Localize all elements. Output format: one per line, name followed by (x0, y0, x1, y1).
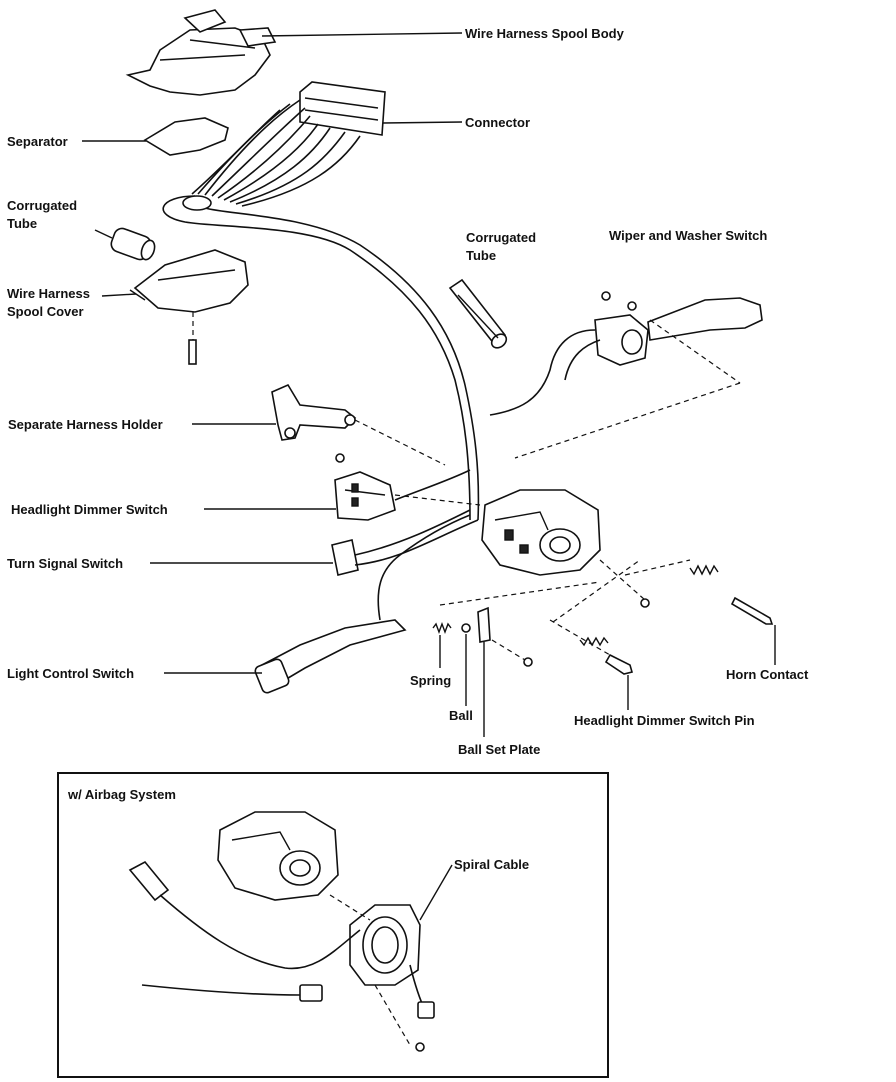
headlight-dimmer-switch-pin (579, 636, 633, 675)
label-connector: Connector (465, 115, 530, 130)
label-light-control-switch: Light Control Switch (7, 666, 134, 681)
airbag-combination-switch (217, 811, 339, 901)
airbag-box-title: w/ Airbag System (67, 787, 176, 802)
label-separator: Separator (7, 134, 68, 149)
separate-harness-holder (271, 383, 357, 441)
label-headlight-dimmer-switch: Headlight Dimmer Switch (11, 502, 168, 517)
label-corrugated-tube-left-line1: Corrugated (7, 198, 77, 213)
corrugated-tube-left (110, 227, 156, 261)
spiral-cable (349, 904, 435, 1019)
airbag-screw (415, 1042, 425, 1052)
label-ball: Ball (449, 708, 473, 723)
separator (143, 117, 229, 156)
connector (299, 81, 386, 136)
turn-signal-switch (331, 509, 479, 576)
headlight-dimmer-switch (334, 453, 471, 521)
label-turn-signal-switch: Turn Signal Switch (7, 556, 123, 571)
label-spool-cover-line1: Wire Harness (7, 286, 90, 301)
label-spring: Spring (410, 673, 451, 688)
light-control-switch (254, 514, 471, 694)
label-corrugated-tube-mid-line1: Corrugated (466, 230, 536, 245)
label-corrugated-tube-mid-line2: Tube (466, 248, 496, 263)
label-horn-contact: Horn Contact (726, 667, 809, 682)
label-spool-cover-line2: Spool Cover (7, 304, 84, 319)
label-separate-harness-holder: Separate Harness Holder (8, 417, 163, 432)
label-ball-set-plate: Ball Set Plate (458, 742, 540, 757)
corrugated-tube-middle (448, 278, 508, 349)
label-spiral-cable: Spiral Cable (454, 857, 529, 872)
combination-switch-body (481, 489, 601, 576)
label-headlight-dimmer-switch-pin: Headlight Dimmer Switch Pin (574, 713, 755, 728)
wiper-washer-switch (489, 291, 763, 416)
wire-harness-spool-cover (129, 249, 249, 313)
label-wiper-washer-switch: Wiper and Washer Switch (609, 228, 767, 243)
screw-ball-plate (523, 657, 533, 667)
label-wire-harness-spool-body: Wire Harness Spool Body (465, 26, 625, 41)
label-corrugated-tube-left-line2: Tube (7, 216, 37, 231)
airbag-harness-wires (128, 860, 361, 1002)
airbag-system-box (57, 772, 609, 1078)
ball (461, 623, 471, 633)
ball-set-plate (477, 606, 491, 643)
spring (432, 622, 452, 634)
horn-contact (689, 564, 774, 625)
harness-wire-fan (191, 99, 361, 207)
wire-harness-spool-body (125, 9, 277, 96)
main-harness (162, 195, 480, 521)
